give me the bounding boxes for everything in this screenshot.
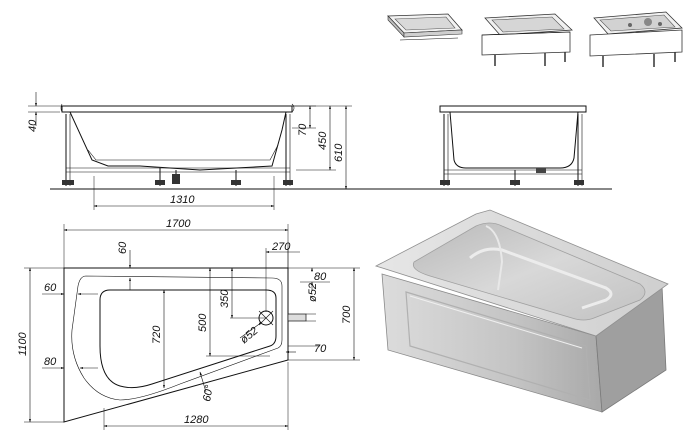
overflow-pipe bbox=[287, 313, 307, 322]
thumbnail-bath-with-frame bbox=[481, 13, 573, 66]
dim-plan-width-right: 700 bbox=[341, 305, 353, 324]
dim-plan-length: 1700 bbox=[166, 218, 191, 230]
dim-drain-height: 500 bbox=[197, 313, 209, 332]
dim-corner-angle: 60° bbox=[201, 383, 216, 402]
dim-plan-bottom-length: 1280 bbox=[184, 414, 209, 426]
dim-drain-top: 350 bbox=[219, 289, 231, 308]
dim-bath-height: 450 bbox=[317, 131, 329, 150]
bathtub-3d-render bbox=[374, 209, 669, 413]
dim-drain-dia: ø52 bbox=[238, 325, 260, 346]
dim-inner-right-bottom: 70 bbox=[314, 343, 327, 355]
plan-view: 1700 1100 700 1280 270 60 60 80 bbox=[17, 218, 360, 430]
dim-inner-bottom-left: 80 bbox=[44, 356, 57, 368]
side-elevation-view: 40 70 450 610 1310 bbox=[27, 92, 612, 210]
thumbnail-bath-with-hydromassage bbox=[589, 11, 683, 67]
dim-overflow-dia: ø52 bbox=[307, 283, 319, 302]
dim-inner-left: 60 bbox=[44, 282, 57, 294]
dim-inner-right-top: 80 bbox=[314, 271, 327, 283]
dim-rim-depth: 70 bbox=[297, 123, 309, 136]
dim-inner-top: 60 bbox=[117, 241, 129, 254]
thumbnail-bath-only bbox=[387, 13, 463, 41]
end-elevation-view bbox=[439, 105, 587, 186]
dim-total-height: 610 bbox=[333, 143, 345, 162]
dim-inner-height: 720 bbox=[151, 325, 163, 344]
dim-rim-height: 40 bbox=[27, 119, 39, 132]
dim-plan-width-left: 1100 bbox=[17, 331, 29, 356]
dim-drain-offset-x: 270 bbox=[271, 241, 291, 253]
dim-leg-span: 1310 bbox=[170, 194, 195, 206]
